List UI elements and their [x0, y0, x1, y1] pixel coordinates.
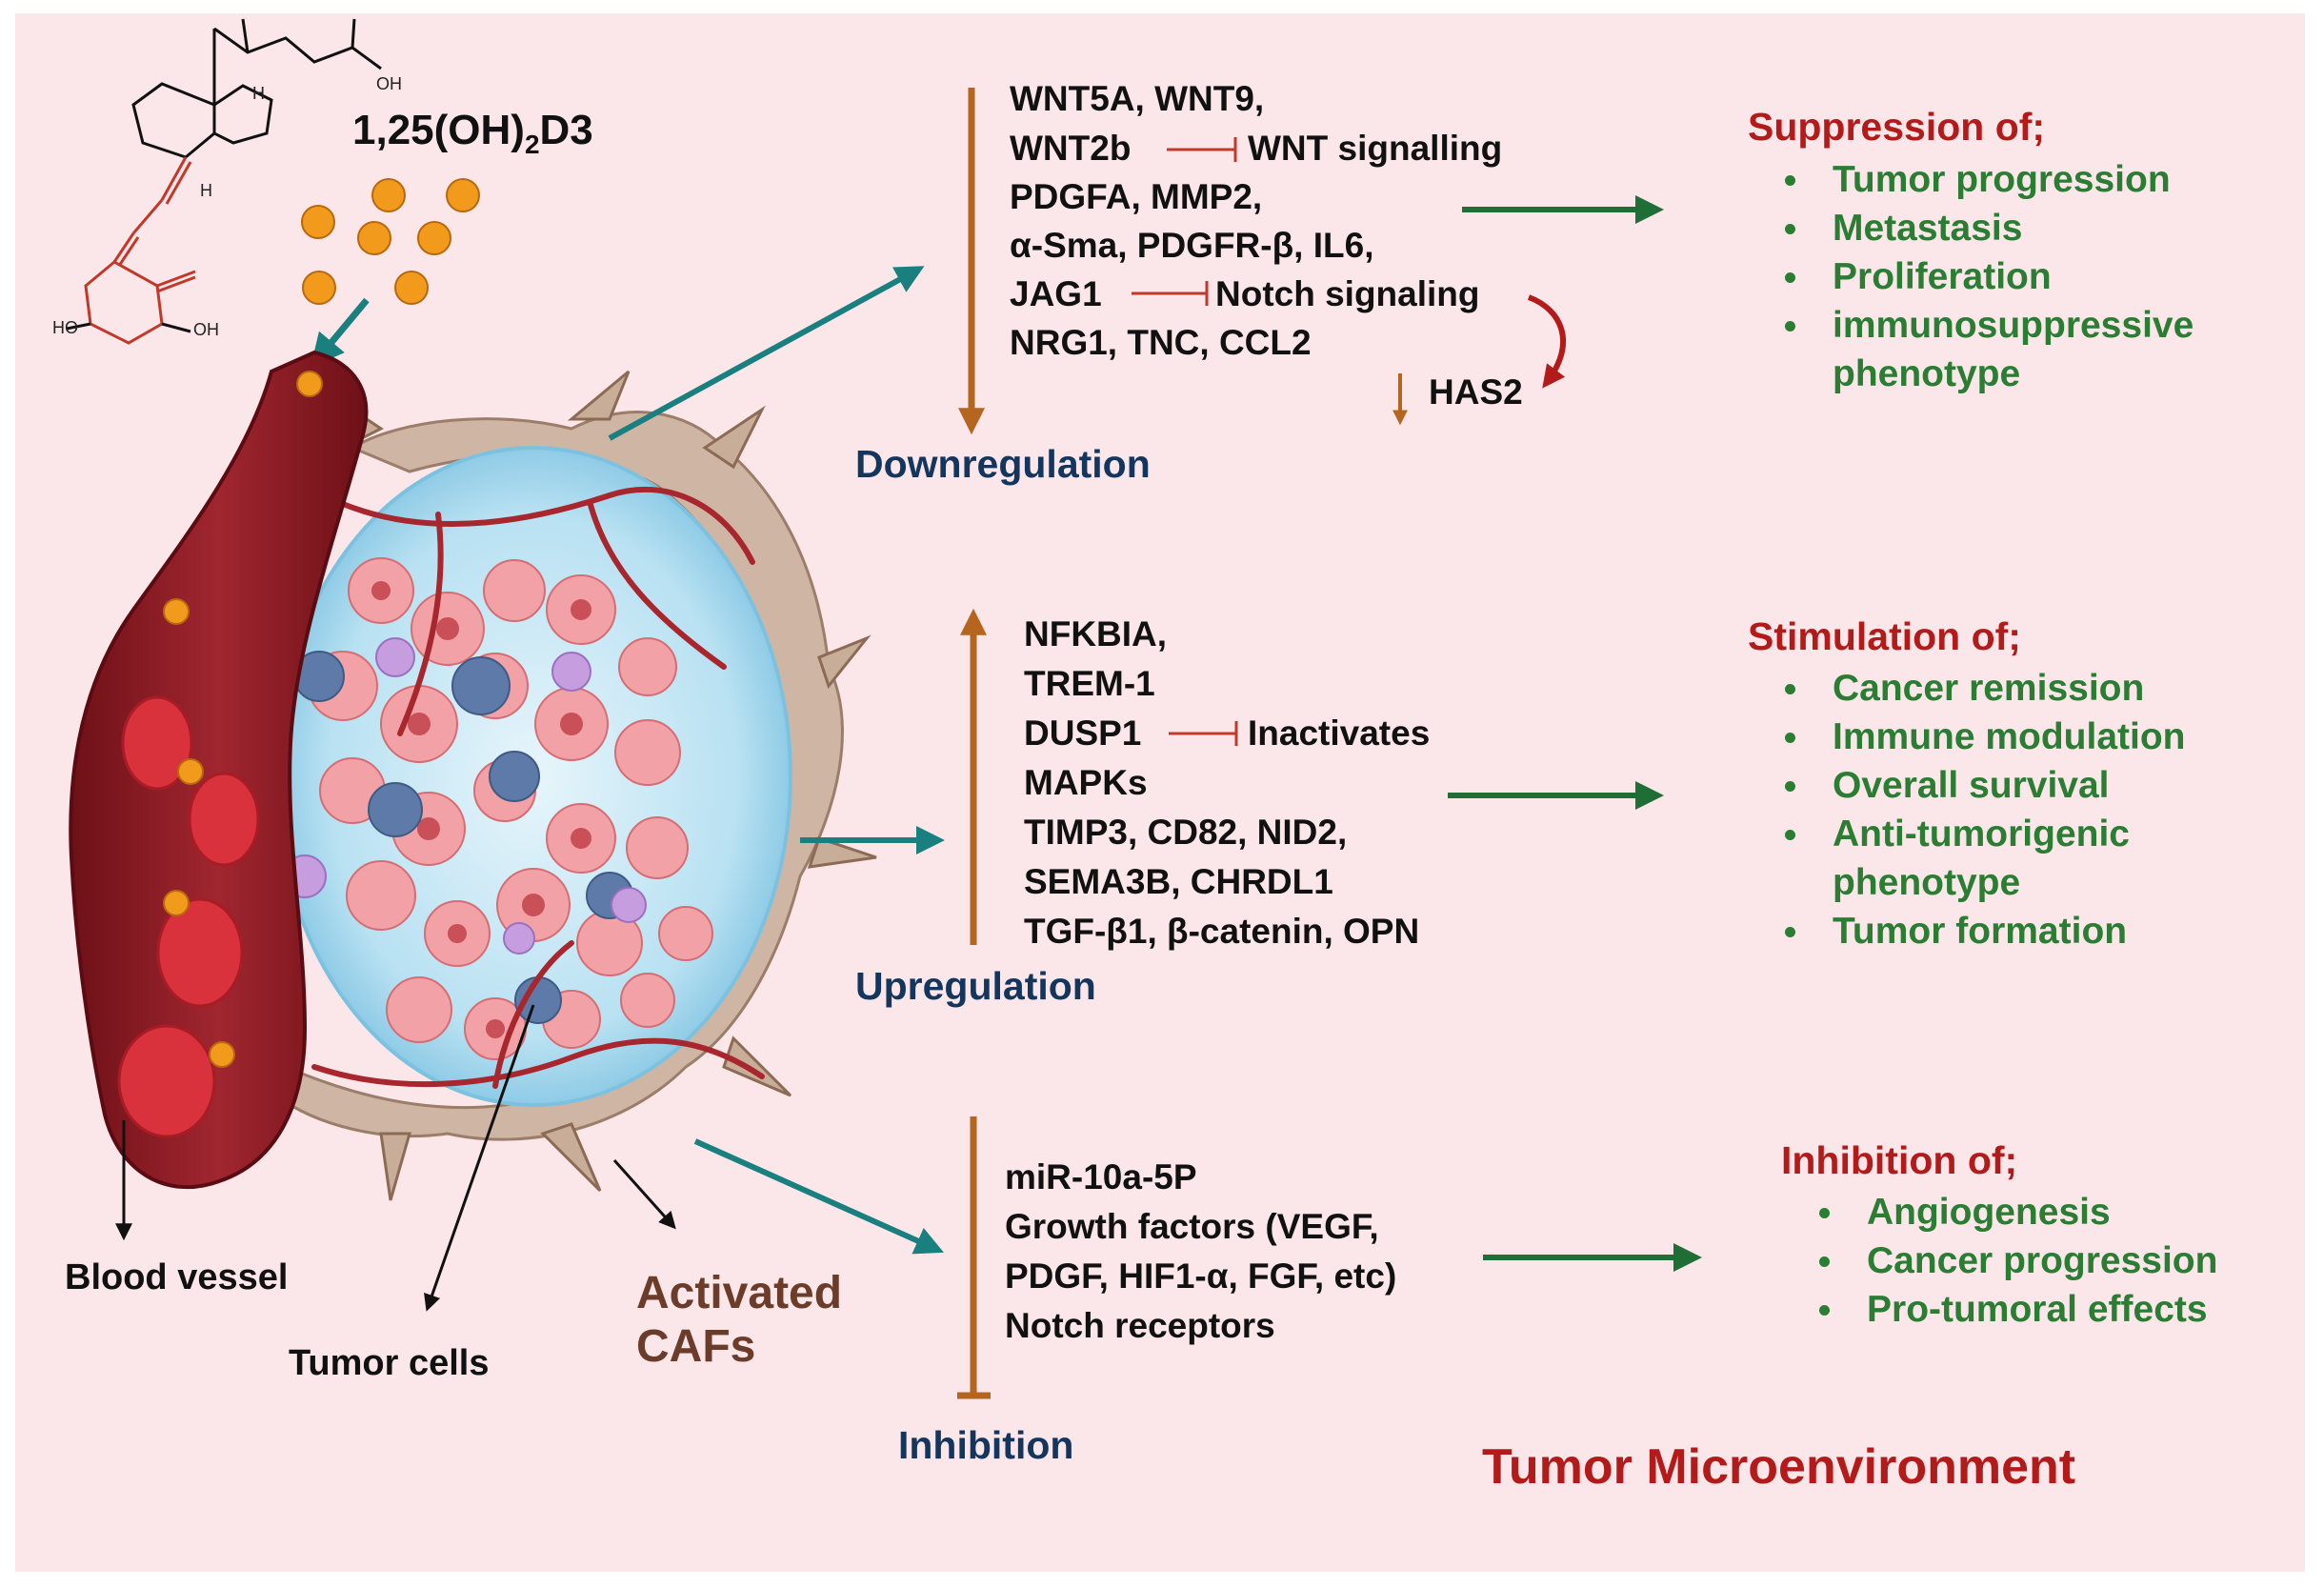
up-gene-line: SEMA3B, CHRDL1	[1024, 862, 1333, 901]
stimulation-item: phenotype	[1833, 862, 2021, 903]
stimulation-item: Anti-tumorigenic	[1773, 810, 2186, 858]
suppression-item: phenotype	[1833, 353, 2021, 394]
inhibition-effect-item: Angiogenesis	[1808, 1188, 2217, 1236]
down-gene-line: WNT2b	[1010, 129, 1132, 168]
inhib-gene-line: Growth factors (VEGF,	[1005, 1207, 1379, 1246]
compound-name: 1,25(OH)2D3	[352, 107, 593, 159]
downregulation-label: Downregulation	[855, 442, 1151, 486]
tumor-cells-cluster	[283, 557, 713, 1060]
stimulation-item: Tumor formation	[1773, 907, 2186, 955]
notch-to-has2-arrow	[1527, 294, 1566, 389]
up-gene-line: TGF-β1, β-catenin, OPN	[1024, 912, 1420, 951]
stimulation-list: Cancer remission Immune modulation Overa…	[1773, 664, 2186, 955]
suppression-title: Suppression of;	[1748, 105, 2046, 149]
vitamin-d-molecule-icon	[66, 18, 382, 345]
suppression-item: Proliferation	[1773, 252, 2194, 301]
stimulation-item: Immune modulation	[1773, 713, 2186, 761]
has2-label: HAS2	[1429, 372, 1523, 412]
cafs-pointer	[612, 1158, 676, 1230]
suppression-item: immunosuppressive	[1773, 301, 2194, 350]
delivery-arrow	[311, 297, 370, 368]
stimulation-item: Cancer remission	[1773, 664, 2186, 713]
inhibitor-lines	[1132, 137, 1238, 746]
inactivates-label: Inactivates	[1248, 714, 1431, 753]
down-gene-line: α-Sma, PDGFR-β, IL6,	[1010, 226, 1374, 265]
up-gene-line: TREM-1	[1024, 664, 1155, 703]
up-gene-line: NFKBIA,	[1024, 614, 1168, 653]
atom-h-lower: H	[200, 181, 212, 200]
down-gene-line: NRG1, TNC, CCL2	[1010, 323, 1312, 362]
blood-vessel-label: Blood vessel	[65, 1257, 289, 1297]
inhibition-label: Inhibition	[898, 1423, 1074, 1467]
suppression-list: Tumor progression Metastasis Proliferati…	[1773, 155, 2194, 398]
up-gene-line: DUSP1	[1024, 714, 1142, 753]
wnt-pathway-label: WNT signalling	[1248, 129, 1503, 168]
inhib-gene-line: PDGF, HIF1-α, FGF, etc)	[1005, 1256, 1397, 1296]
stimulation-item: Overall survival	[1773, 761, 2186, 810]
atom-ho-left: HO	[52, 318, 78, 337]
up-gene-line: MAPKs	[1024, 763, 1148, 802]
inhibition-bar	[957, 1116, 991, 1399]
tumor-cells-label: Tumor cells	[289, 1343, 490, 1383]
inhibition-effect-item: Cancer progression	[1808, 1236, 2217, 1285]
inhibition-effect-item: Pro-tumoral effects	[1808, 1285, 2217, 1334]
to-inhibition-arrow	[693, 1138, 944, 1255]
notch-pathway-label: Notch signaling	[1215, 274, 1480, 313]
atom-h-upper: H	[252, 84, 265, 103]
down-gene-line: WNT5A, WNT9,	[1010, 79, 1265, 118]
inhib-gene-line: miR-10a-5P	[1005, 1157, 1197, 1196]
activated-cafs-label: Activated CAFs	[636, 1268, 843, 1372]
suppression-item: Tumor progression	[1773, 155, 2194, 204]
inhibition-effect-title: Inhibition of;	[1781, 1138, 2018, 1182]
atom-oh-right: OH	[193, 320, 219, 339]
up-gene-line: TIMP3, CD82, NID2,	[1024, 813, 1348, 852]
stimulation-title: Stimulation of;	[1748, 614, 2021, 658]
down-gene-line: JAG1	[1010, 274, 1102, 313]
tumor-microenvironment-title: Tumor Microenvironment	[1482, 1439, 2076, 1495]
to-downregulation-arrow	[608, 266, 925, 441]
atom-oh-top: OH	[376, 74, 402, 93]
upregulation-label: Upregulation	[855, 964, 1096, 1008]
inhibition-effect-list: Angiogenesis Cancer progression Pro-tumo…	[1808, 1188, 2217, 1334]
orange-dot-cluster-icon	[301, 178, 480, 305]
blood-vessel-icon	[69, 350, 369, 1190]
down-gene-line: PDGFA, MMP2,	[1010, 177, 1263, 216]
suppression-item: Metastasis	[1773, 204, 2194, 252]
inhib-gene-line: Notch receptors	[1005, 1306, 1275, 1345]
tumor-vasculature	[311, 486, 765, 1089]
tumor-cells-pointer	[424, 1004, 535, 1312]
